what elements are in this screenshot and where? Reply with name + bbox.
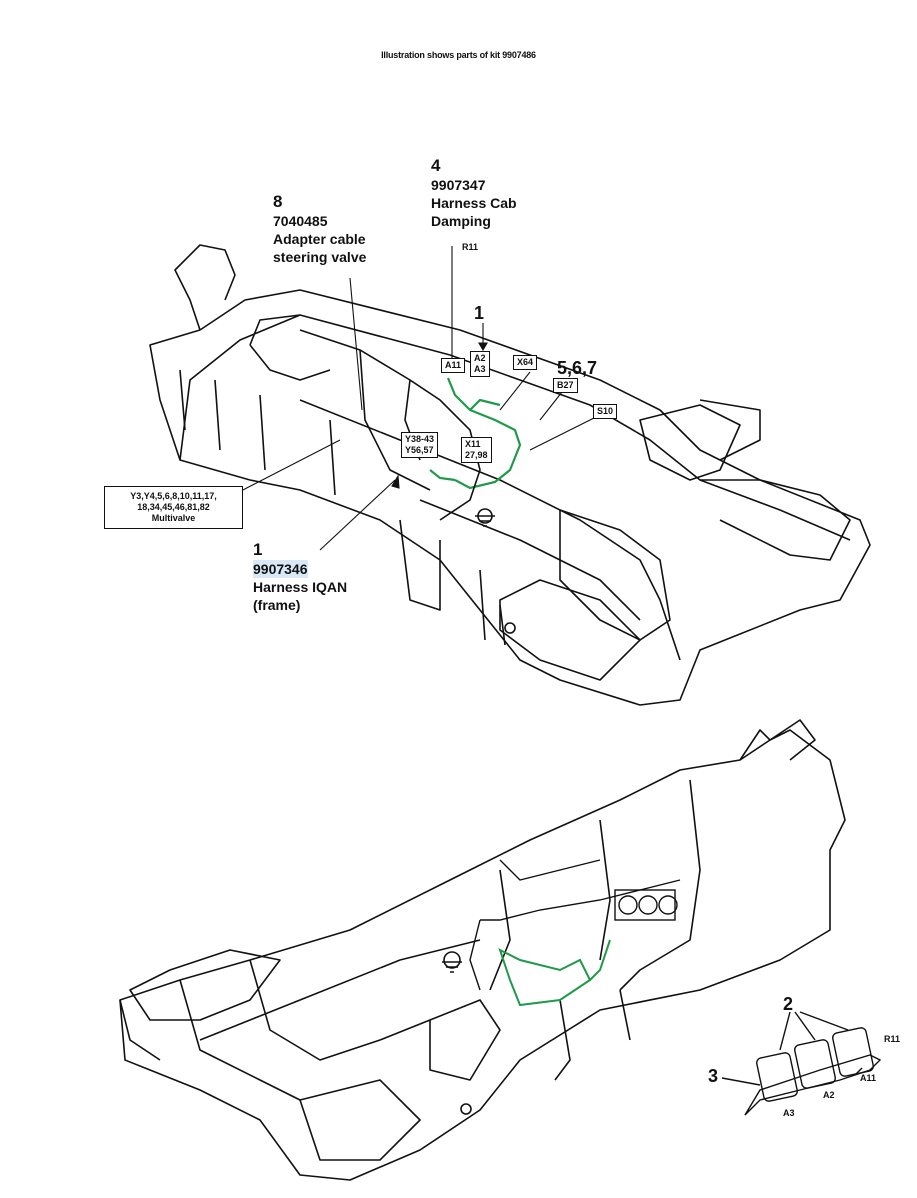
multivalve-line2: 18,34,45,46,81,82 [137, 502, 210, 512]
detail-number-2: 2 [783, 994, 794, 1014]
tag-a11: A11 [441, 358, 466, 373]
callout-567-number: 5,6,7 [557, 358, 598, 378]
tag-a2: A2 [474, 353, 486, 363]
callout-4-number: 4 [431, 156, 441, 175]
callout-1b-desc1: Harness IQAN [253, 579, 348, 595]
tag-s10: S10 [593, 404, 618, 419]
tag-x11-label: X11 [465, 439, 481, 449]
callout-8: 8 7040485 Adapter cable steering valve [273, 192, 366, 266]
callout-4-desc1: Harness Cab [431, 195, 517, 211]
detail-number-3: 3 [708, 1066, 719, 1086]
detail-label-r11: R11 [884, 1034, 901, 1044]
tag-a3: A3 [474, 364, 486, 374]
callout-4: 4 9907347 Harness Cab Damping [431, 156, 517, 230]
lower-wiring [469, 859, 681, 991]
callout-8-desc1: Adapter cable [273, 231, 366, 247]
detail-label-a11: A11 [860, 1073, 877, 1083]
callout-1b-part: 9907346 [253, 560, 308, 578]
callout-4-part: 9907347 [431, 177, 486, 193]
detail-label-a3: A3 [783, 1108, 795, 1118]
tag-y38-y56: Y38-43 Y56,57 [401, 432, 439, 458]
lower-frame [119, 719, 846, 1181]
lower-harness [498, 939, 611, 1007]
callout-1-number: 1 [474, 303, 485, 323]
multivalve-line1: Y3,Y4,5,6,8,10,11,17, [130, 491, 217, 501]
detail-label-a2: A2 [823, 1090, 835, 1100]
label-r11-top: R11 [462, 242, 479, 252]
tag-27-98: 27,98 [465, 450, 488, 460]
callout-1b-number: 1 [253, 540, 263, 559]
multivalve-line3: Multivalve [151, 513, 196, 523]
upper-frame [149, 244, 871, 706]
callout-8-number: 8 [273, 192, 283, 211]
tag-y56-57: Y56,57 [405, 445, 434, 455]
tag-y38-43: Y38-43 [405, 434, 435, 444]
tag-x11: X11 27,98 [461, 437, 492, 463]
callout-4-desc2: Damping [431, 213, 491, 229]
upper-harness [429, 377, 522, 490]
tag-b27: B27 [553, 378, 578, 393]
multivalve-box: Y3,Y4,5,6,8,10,11,17, 18,34,45,46,81,82 … [104, 486, 243, 529]
page-title: Illustration shows parts of kit 9907486 [381, 50, 536, 60]
tag-a2-a3: A2 A3 [470, 351, 490, 377]
callout-1b-desc2: (frame) [253, 597, 301, 613]
leader-lines-upper [236, 246, 595, 551]
callout-1b: 1 9907346 Harness IQAN (frame) [253, 540, 347, 614]
tag-x64: X64 [513, 355, 538, 370]
callout-8-part: 7040485 [273, 213, 328, 229]
detail-inset [721, 1011, 882, 1116]
callout-8-desc2: steering valve [273, 249, 367, 265]
